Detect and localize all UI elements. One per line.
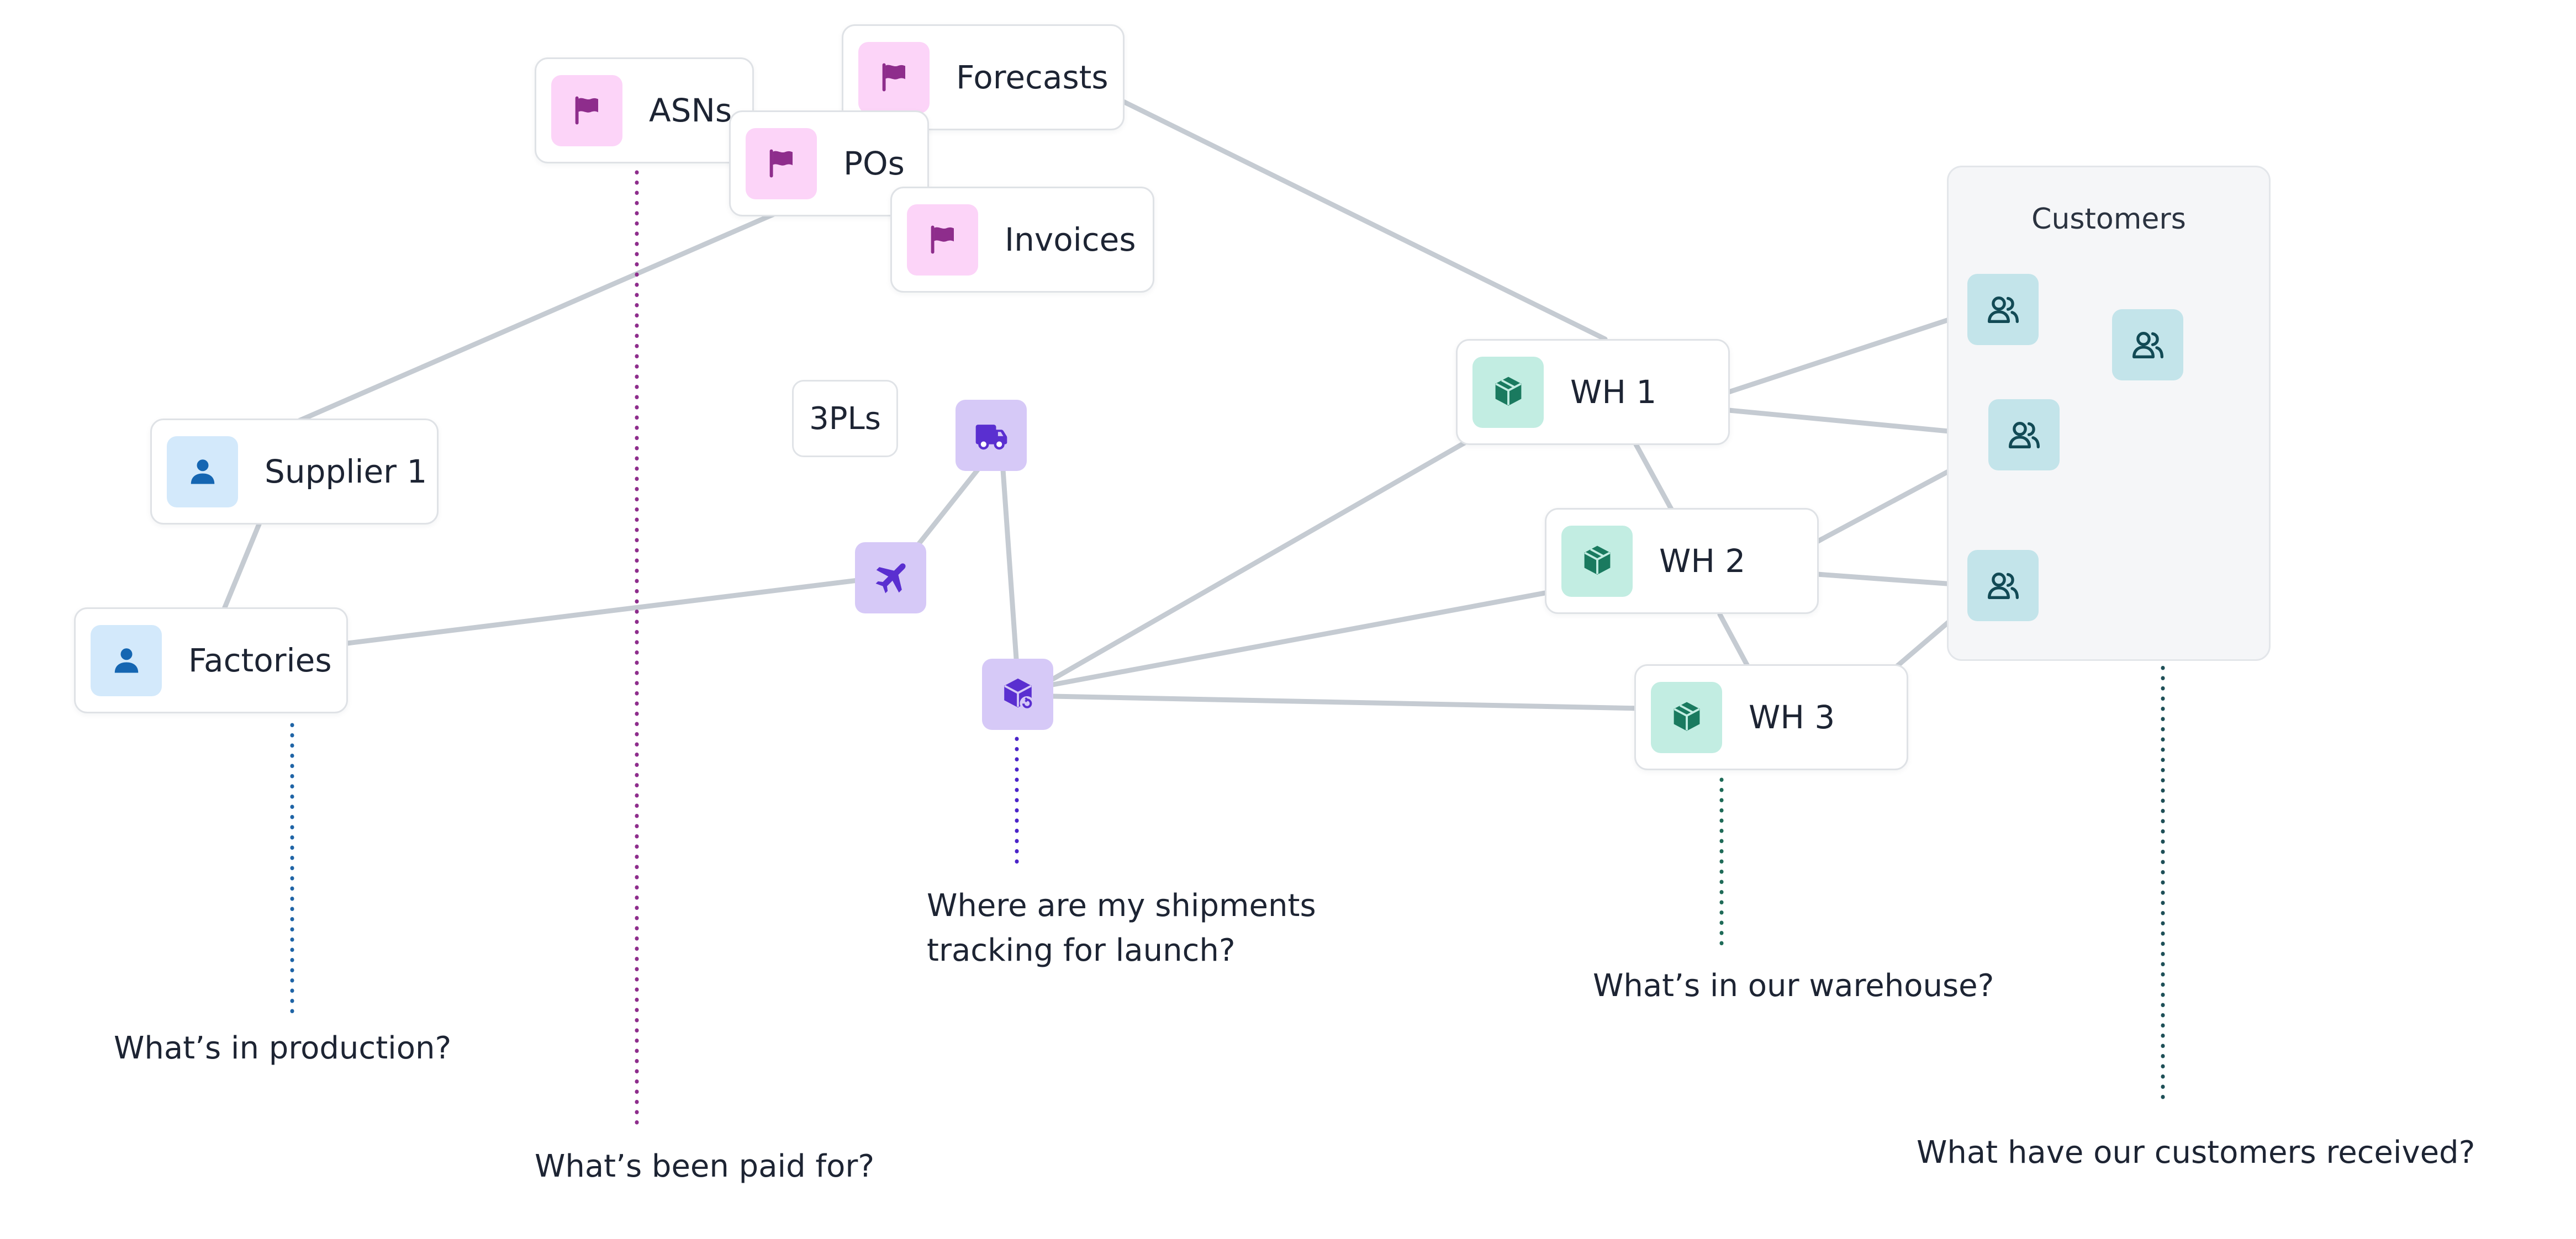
- edge-box-wh2: [1050, 590, 1548, 687]
- node-pos-label: POs: [843, 145, 905, 182]
- question-shipments-line-2: tracking for launch?: [927, 933, 1236, 968]
- node-factories-label: Factories: [188, 642, 332, 679]
- node-supplier-1-label: Supplier 1: [265, 453, 427, 490]
- node-factories[interactable]: Factories: [74, 607, 348, 713]
- flag-icon: [551, 75, 622, 146]
- node-forecasts-label: Forecasts: [956, 59, 1108, 96]
- edge-wh1-wh2: [1633, 442, 1674, 512]
- node-pos[interactable]: POs: [729, 110, 929, 216]
- node-invoices-label: Invoices: [1005, 221, 1136, 258]
- edge-box-wh1: [1050, 436, 1474, 682]
- customer-node-b[interactable]: [1988, 399, 2060, 470]
- truck-icon[interactable]: [956, 400, 1027, 471]
- question-production: What’s in production?: [114, 1030, 452, 1066]
- question-customers: What have our customers received?: [1917, 1135, 2475, 1171]
- users-icon: [1987, 572, 2019, 599]
- edge-wh2-customer-c: [1814, 571, 1972, 588]
- node-supplier-1[interactable]: Supplier 1: [150, 419, 439, 525]
- edge-supplier1-factories: [221, 520, 262, 613]
- edge-box-wh3: [1050, 693, 1644, 711]
- users-icon: [2132, 331, 2163, 358]
- edge-supplier1-pos: [291, 209, 782, 426]
- package-icon: [1472, 356, 1544, 428]
- edge-factories-airplane: [345, 578, 861, 646]
- question-warehouse: What’s in our warehouse?: [1593, 968, 1994, 1004]
- customer-node-c[interactable]: [1967, 550, 2039, 621]
- package-icon: [1651, 681, 1722, 753]
- node-asns-label: ASNs: [649, 92, 732, 129]
- node-3pls[interactable]: 3PLs: [792, 380, 898, 457]
- node-wh-1-label: WH 1: [1570, 373, 1657, 411]
- node-wh-2-label: WH 2: [1659, 542, 1746, 580]
- airplane-icon[interactable]: [855, 542, 926, 613]
- edge-airplane-truck: [913, 467, 980, 550]
- node-asns[interactable]: ASNs: [535, 57, 754, 163]
- person-icon: [91, 624, 162, 696]
- package-icon: [1561, 525, 1633, 597]
- customers-group-title: Customers: [2031, 203, 2186, 236]
- users-icon: [1987, 296, 2019, 323]
- node-invoices[interactable]: Invoices: [890, 187, 1154, 293]
- node-wh-3[interactable]: WH 3: [1634, 664, 1908, 770]
- node-wh-1[interactable]: WH 1: [1456, 339, 1730, 445]
- node-wh-3-label: WH 3: [1749, 698, 1835, 736]
- flag-icon: [858, 41, 930, 113]
- edge-forecasts-wh1: [1121, 99, 1608, 342]
- person-icon: [167, 436, 238, 507]
- edge-wh1-customer-a: [1726, 310, 1972, 395]
- users-icon: [2008, 421, 2040, 448]
- question-paid: What’s been paid for?: [535, 1148, 875, 1184]
- flag-icon: [907, 204, 978, 276]
- flag-icon: [746, 128, 817, 199]
- customer-node-d[interactable]: [2112, 309, 2183, 380]
- question-shipments-line-1: Where are my shipments: [927, 888, 1316, 924]
- edge-wh1-customer-b: [1726, 407, 1992, 438]
- edge-truck-box: [1000, 467, 1019, 661]
- node-wh-2[interactable]: WH 2: [1545, 508, 1819, 614]
- box-return-icon[interactable]: [982, 659, 1053, 730]
- edge-wh2-wh3: [1717, 612, 1750, 669]
- customer-node-a[interactable]: [1967, 274, 2039, 345]
- question-shipments: Where are my shipments tracking for laun…: [927, 883, 1316, 973]
